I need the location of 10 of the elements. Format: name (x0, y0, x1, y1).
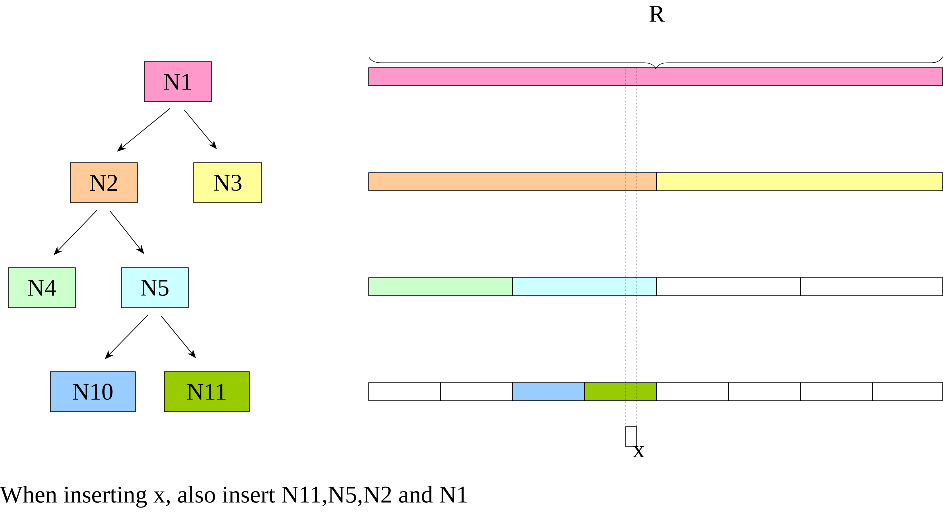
tree-node-box: N10 (50, 372, 136, 412)
label: x (633, 446, 645, 458)
tree-node-box: N2 (70, 162, 138, 204)
tree-node-box: N1 (144, 62, 212, 102)
label: R (650, 6, 665, 22)
tree-node-box: N11 (164, 372, 250, 412)
caption: When inserting x, also insert N11,N5,N2 and N1 (0, 486, 468, 508)
tree-node-box: N5 (121, 268, 189, 308)
tree-node-box: N4 (8, 268, 76, 308)
tree-node-box: N3 (194, 162, 262, 204)
